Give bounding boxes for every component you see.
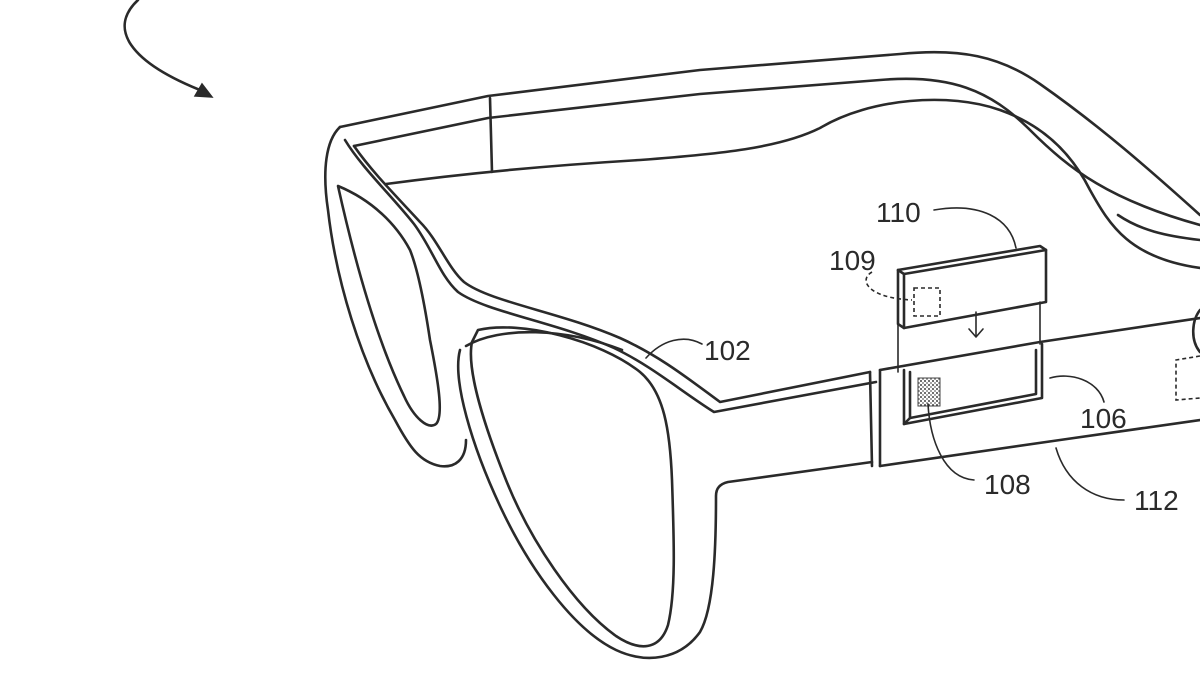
label-slot: 106 [1080, 403, 1127, 434]
glasses-frame-top [338, 50, 1200, 270]
left-lens [336, 184, 442, 427]
hidden-component [1175, 355, 1200, 401]
removable-module [896, 244, 1048, 330]
glasses-front-frame [324, 125, 878, 468]
label-chip: 109 [829, 245, 876, 276]
right-lens [456, 326, 874, 660]
chip-outline [913, 287, 941, 317]
insertion-guides [897, 301, 1041, 373]
label-frame: 102 [704, 335, 751, 366]
module-slot [902, 342, 1044, 426]
label-module: 110 [876, 197, 921, 228]
label-temple: 112 [1134, 485, 1179, 516]
figure-lead-arrow [123, 0, 214, 98]
label-contact-pad: 108 [984, 469, 1031, 500]
reference-leaders [645, 207, 1125, 501]
contact-pad [917, 377, 941, 407]
